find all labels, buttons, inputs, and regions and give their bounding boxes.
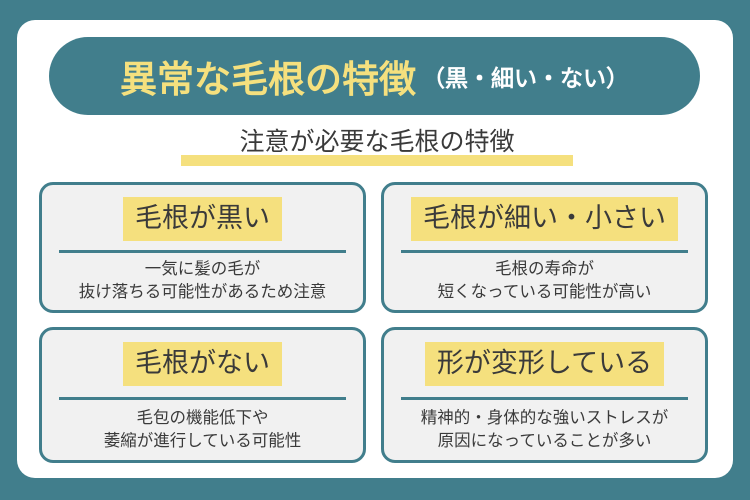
section-heading-text: 注意が必要な毛根の特徴 (239, 127, 515, 156)
card-description-line: 精神的・身体的な強いストレスが (420, 408, 669, 427)
card-divider (59, 397, 346, 400)
card-description: 毛根の寿命が 短くなっている可能性が高い (384, 257, 705, 303)
card-label: 毛根がない (123, 342, 282, 386)
page-title-suffix: （黒・細い・ない） (422, 66, 629, 92)
card-divider (401, 397, 688, 400)
card-label: 毛根が黒い (123, 197, 282, 241)
card-description-line: 原因になっていることが多い (437, 431, 652, 450)
card-description-line: 毛根の寿命が (495, 259, 594, 278)
card-divider (401, 250, 688, 253)
card-description-line: 短くなっている可能性が高い (437, 282, 652, 301)
highlight-band (181, 155, 573, 166)
card-description: 一気に髪の毛が 抜け落ちる可能性があるため注意 (42, 257, 363, 303)
card-label: 毛根が細い・小さい (411, 197, 678, 241)
page-title: 異常な毛根の特徴 (120, 58, 416, 101)
card-description-line: 一気に髪の毛が (144, 259, 261, 278)
card-divider (59, 250, 346, 253)
title-banner: 異常な毛根の特徴（黒・細い・ない） (49, 37, 700, 115)
card-description: 毛包の機能低下や 萎縮が進行している可能性 (42, 406, 363, 452)
card-description-line: 毛包の機能低下や (136, 408, 269, 427)
card-description-line: 萎縮が進行している可能性 (103, 431, 302, 450)
feature-card-deformed-root: 形が変形している 精神的・身体的な強いストレスが 原因になっていることが多い (381, 327, 708, 463)
feature-card-no-root: 毛根がない 毛包の機能低下や 萎縮が進行している可能性 (39, 327, 366, 463)
card-description: 精神的・身体的な強いストレスが 原因になっていることが多い (384, 406, 705, 452)
feature-card-black-root: 毛根が黒い 一気に髪の毛が 抜け落ちる可能性があるため注意 (39, 182, 366, 313)
feature-card-thin-root: 毛根が細い・小さい 毛根の寿命が 短くなっている可能性が高い (381, 182, 708, 313)
card-description-line: 抜け落ちる可能性があるため注意 (78, 282, 327, 301)
section-heading: 注意が必要な毛根の特徴 (181, 120, 573, 168)
card-label: 形が変形している (424, 342, 665, 386)
